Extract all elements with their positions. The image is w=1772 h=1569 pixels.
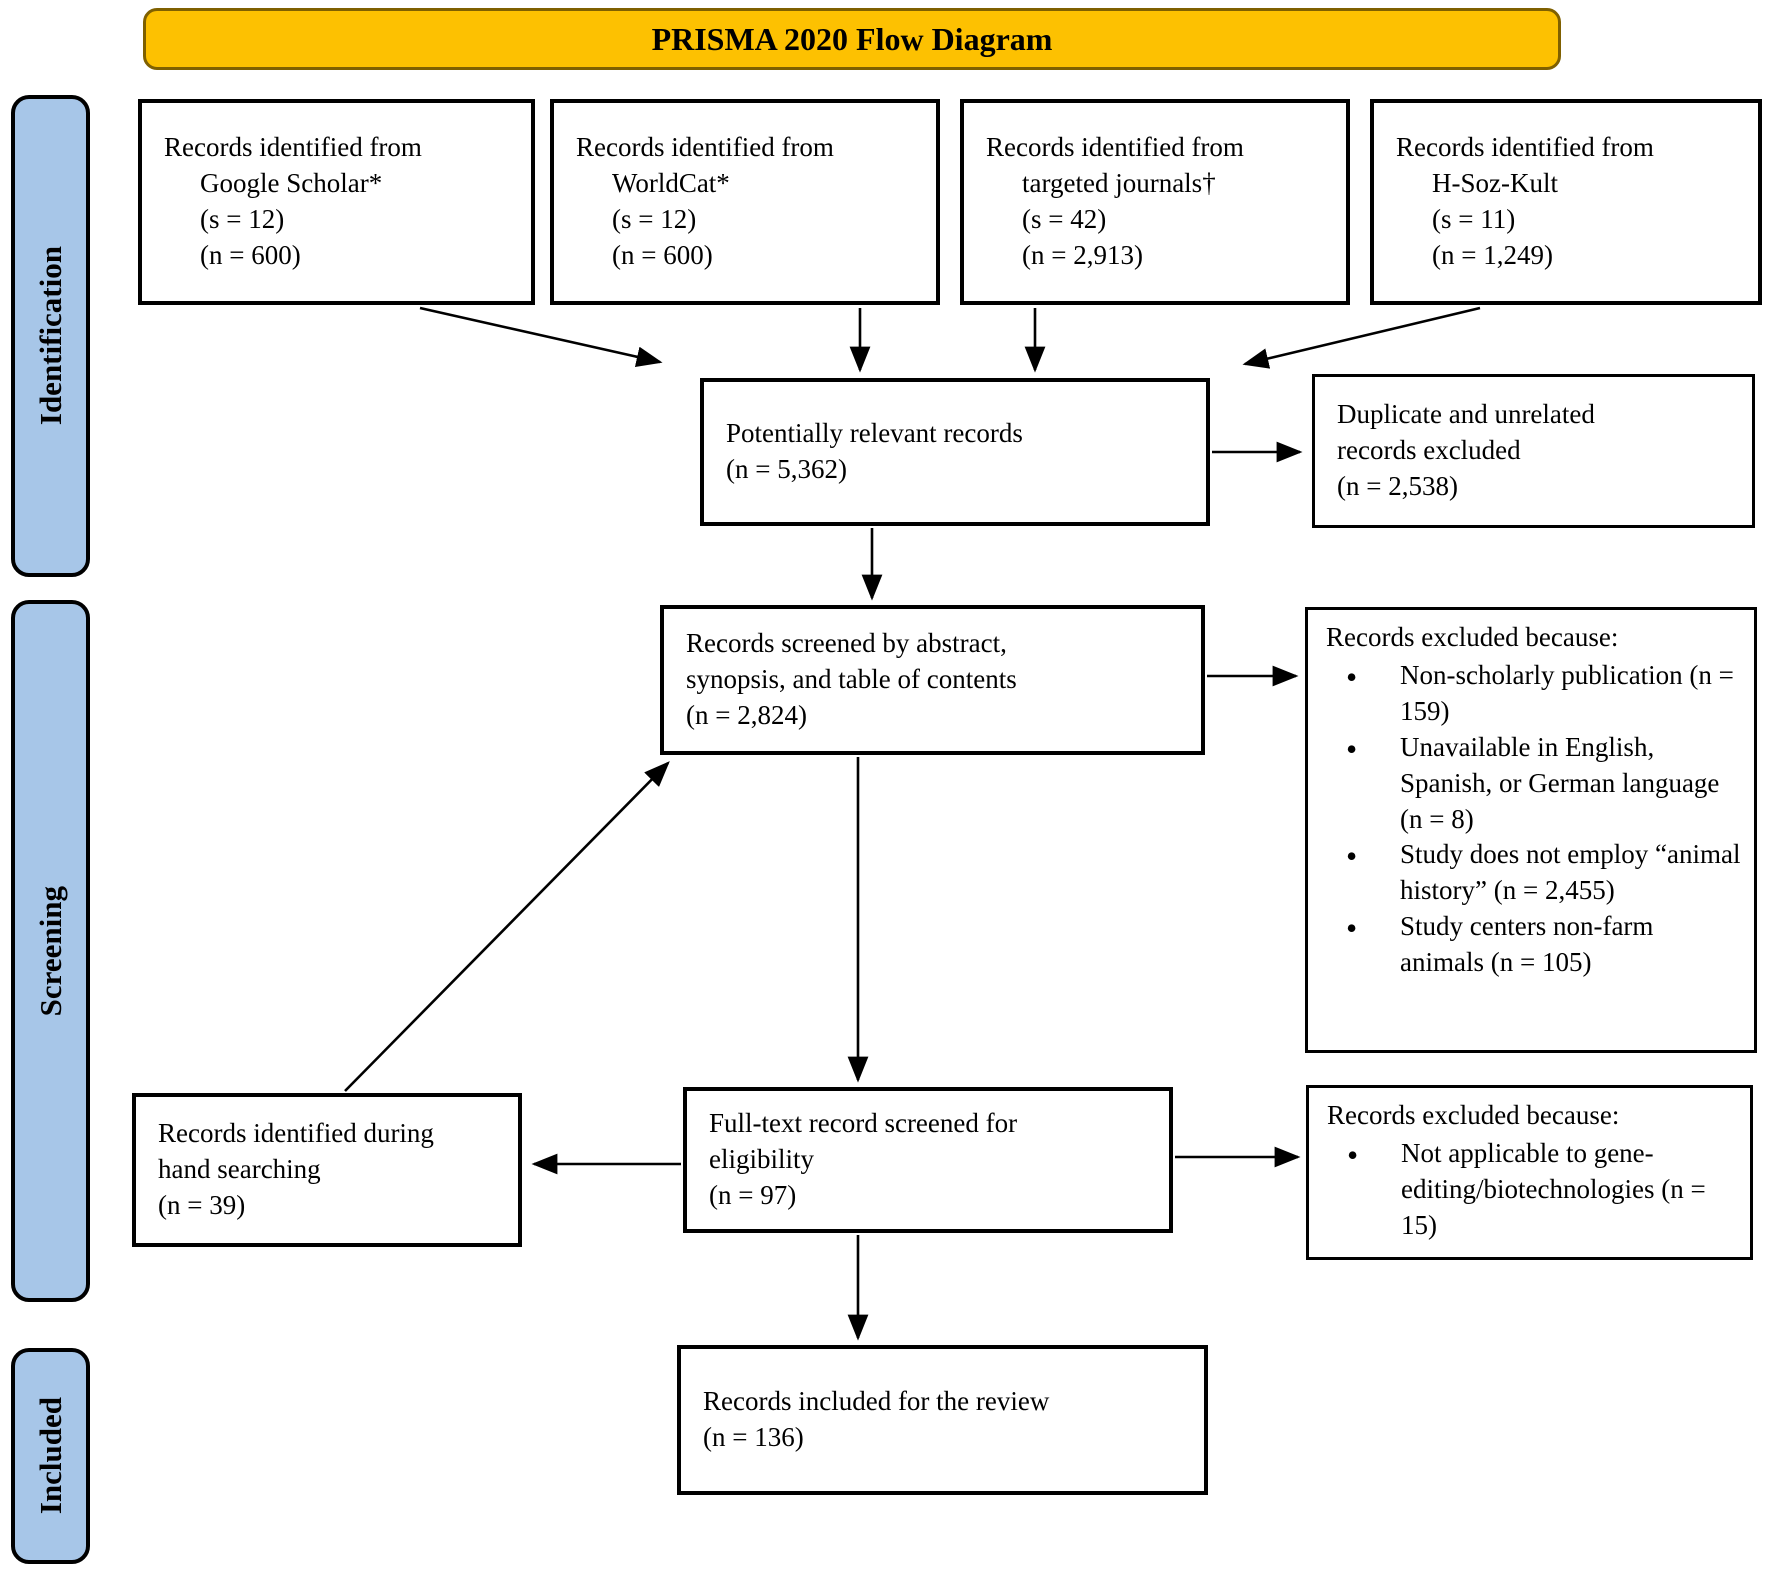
box-line: Potentially relevant records: [726, 418, 1023, 449]
box-n-count: (n = 136): [703, 1422, 804, 1452]
source-n-count: (n = 600): [200, 239, 301, 270]
stage-label-included: Included: [11, 1348, 90, 1564]
box-line: records excluded: [1337, 435, 1521, 466]
diagram-title: PRISMA 2020 Flow Diagram: [651, 20, 1053, 57]
arrow-hsozkult-to-potential: [1242, 306, 1481, 369]
exclusion-reason-list: Non-scholarly publication (n = 159) Unav…: [1336, 656, 1754, 981]
hand-searching-box: Records identified during hand searching…: [132, 1093, 522, 1247]
exclusion-reason-item: Unavailable in English, Spanish, or Germ…: [1336, 728, 1744, 838]
box-line: Records screened by abstract,: [686, 628, 1007, 659]
source-s-count: (s = 11): [1432, 204, 1516, 234]
source-name: H-Soz-Kult: [1432, 168, 1558, 199]
box-line: Full-text record screened for: [709, 1108, 1018, 1139]
records-screened-box: Records screened by abstract, synopsis, …: [660, 605, 1205, 755]
potentially-relevant-box: Potentially relevant records (n = 5,362): [700, 378, 1210, 526]
box-line: eligibility: [709, 1144, 814, 1175]
eligibility-exclusions-box: Records excluded because: Not applicable…: [1306, 1085, 1753, 1260]
duplicates-excluded-box: Duplicate and unrelated records excluded…: [1312, 374, 1755, 528]
source-box-worldcat: Records identified from WorldCat* (s = 1…: [550, 99, 940, 305]
source-s-count: (s = 12): [200, 204, 285, 234]
screening-exclusions-box: Records excluded because: Non-scholarly …: [1305, 607, 1757, 1053]
source-line: Records identified from: [986, 132, 1244, 163]
box-line: Records included for the review: [703, 1386, 1050, 1417]
stage-label-identification-text: Identification: [32, 246, 68, 426]
diagram-title-bar: PRISMA 2020 Flow Diagram: [143, 8, 1561, 70]
source-box-targeted-journals: Records identified from targeted journal…: [960, 99, 1350, 305]
source-name: Google Scholar*: [200, 168, 383, 199]
records-included-box: Records included for the review (n = 136…: [677, 1345, 1208, 1495]
fulltext-screened-box: Full-text record screened for eligibilit…: [683, 1087, 1173, 1233]
source-box-h-soz-kult: Records identified from H-Soz-Kult (s = …: [1370, 99, 1762, 305]
source-name: WorldCat*: [612, 168, 730, 199]
stage-label-screening: Screening: [11, 600, 90, 1302]
exclusion-header: Records excluded because:: [1327, 1100, 1620, 1130]
source-box-google-scholar: Records identified from Google Scholar* …: [138, 99, 535, 305]
source-line: Records identified from: [164, 132, 422, 163]
source-s-count: (s = 12): [612, 204, 697, 234]
stage-label-included-text: Included: [32, 1397, 68, 1515]
arrow-google-to-potential: [419, 306, 663, 368]
source-line: Records identified from: [1396, 132, 1654, 163]
box-line: synopsis, and table of contents: [686, 664, 1017, 695]
arrow-hand-to-screened: [344, 761, 670, 1092]
exclusion-reason-item: Study centers non-farm animals (n = 105): [1336, 907, 1744, 981]
source-name: targeted journals†: [1022, 168, 1216, 199]
stage-label-identification: Identification: [11, 95, 90, 577]
exclusion-reason-item: Not applicable to gene-editing/biotechno…: [1337, 1134, 1740, 1244]
box-n-count: (n = 97): [709, 1179, 797, 1210]
source-s-count: (s = 42): [1022, 204, 1107, 234]
box-n-count: (n = 2,824): [686, 699, 807, 730]
box-n-count: (n = 2,538): [1337, 470, 1458, 501]
exclusion-reason-item: Non-scholarly publication (n = 159): [1336, 656, 1744, 730]
source-line: Records identified from: [576, 132, 834, 163]
exclusion-reason-item: Study does not employ “animal history” (…: [1336, 835, 1744, 909]
source-n-count: (n = 600): [612, 239, 713, 270]
exclusion-reason-list: Not applicable to gene-editing/biotechno…: [1337, 1134, 1750, 1244]
source-n-count: (n = 1,249): [1432, 239, 1553, 270]
stage-label-screening-text: Screening: [32, 885, 68, 1017]
box-line: Duplicate and unrelated: [1337, 399, 1595, 430]
exclusion-header: Records excluded because:: [1326, 622, 1619, 652]
source-n-count: (n = 2,913): [1022, 239, 1143, 270]
box-line: Records identified during: [158, 1118, 434, 1149]
box-line: hand searching: [158, 1154, 321, 1185]
box-n-count: (n = 39): [158, 1189, 246, 1220]
box-n-count: (n = 5,362): [726, 454, 847, 484]
